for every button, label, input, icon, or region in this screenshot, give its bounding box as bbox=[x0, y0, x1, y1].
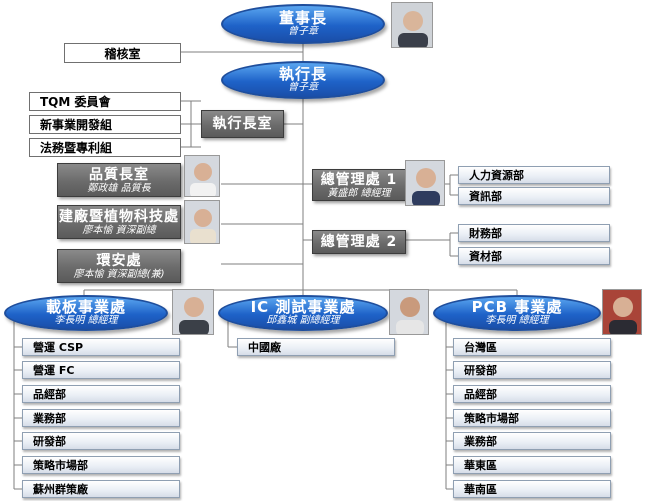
division-title: IC 測試事業處 bbox=[250, 298, 356, 316]
plant-biotech-office[interactable]: 建廠暨植物科技處 廖本愉 資深副總 bbox=[57, 205, 181, 239]
committee-legal[interactable]: 法務暨專利組 bbox=[29, 138, 181, 157]
audit-office-label: 稽核室 bbox=[104, 46, 141, 61]
substrate-dept[interactable]: 營運 CSP bbox=[22, 338, 180, 356]
chairman-node[interactable]: 董事長 曾子章 bbox=[221, 4, 385, 44]
audit-office[interactable]: 稽核室 bbox=[64, 43, 181, 63]
pcb-dept[interactable]: 品經部 bbox=[453, 385, 611, 403]
substrate-dept[interactable]: 研發部 bbox=[22, 432, 180, 450]
dept-label: 業務部 bbox=[464, 435, 497, 448]
ceo-node[interactable]: 執行長 曾子章 bbox=[221, 61, 385, 99]
pcb-division[interactable]: PCB 事業處 李長明 總經理 bbox=[433, 295, 601, 331]
quality-office-title: 品質長室 bbox=[89, 166, 149, 183]
admin-office-2-title: 總管理處 2 bbox=[320, 234, 398, 250]
quality-photo bbox=[184, 155, 220, 197]
admin-office-1[interactable]: 總管理處 1 黃盛郎 總經理 bbox=[312, 169, 406, 201]
environment-safety-name: 廖本愉 資深副總(兼) bbox=[73, 268, 165, 280]
ic-test-dept[interactable]: 中國廠 bbox=[237, 338, 395, 356]
dept-label: 資材部 bbox=[469, 250, 502, 263]
division-name: 李長明 總經理 bbox=[485, 315, 549, 326]
division-name: 李長明 總經理 bbox=[54, 315, 118, 326]
substrate-division-photo bbox=[172, 289, 214, 335]
ceo-office[interactable]: 執行長室 bbox=[201, 110, 284, 138]
admin1-dept[interactable]: 資訊部 bbox=[458, 187, 610, 205]
dept-label: 品經部 bbox=[33, 388, 66, 401]
environment-safety-office[interactable]: 環安處 廖本愉 資深副總(兼) bbox=[57, 249, 181, 283]
environment-safety-title: 環安處 bbox=[96, 252, 142, 269]
dept-label: 資訊部 bbox=[469, 190, 502, 203]
pcb-dept[interactable]: 業務部 bbox=[453, 432, 611, 450]
pcb-dept[interactable]: 研發部 bbox=[453, 361, 611, 379]
division-title: 載板事業處 bbox=[45, 298, 126, 316]
ic-test-division-photo bbox=[389, 289, 429, 335]
committee-label: 新事業開發組 bbox=[40, 118, 113, 132]
dept-label: 台灣區 bbox=[464, 341, 497, 354]
dept-label: 蘇州群策廠 bbox=[33, 483, 88, 496]
quality-office-name: 鄭政雄 品質長 bbox=[87, 182, 151, 194]
substrate-dept[interactable]: 營運 FC bbox=[22, 361, 180, 379]
quality-office[interactable]: 品質長室 鄭政雄 品質長 bbox=[57, 163, 181, 197]
dept-label: 策略市場部 bbox=[464, 412, 519, 425]
plant-biotech-title: 建廠暨植物科技處 bbox=[59, 208, 179, 225]
plant-biotech-name: 廖本愉 資深副總 bbox=[82, 224, 156, 236]
substrate-dept[interactable]: 策略市場部 bbox=[22, 456, 180, 474]
ceo-office-label: 執行長室 bbox=[212, 116, 273, 132]
dept-label: 策略市場部 bbox=[33, 459, 88, 472]
ic-test-division[interactable]: IC 測試事業處 邱鑫城 副總經理 bbox=[218, 295, 388, 331]
substrate-dept[interactable]: 蘇州群策廠 bbox=[22, 480, 180, 498]
admin-office-1-name: 黃盛郎 總經理 bbox=[327, 187, 391, 199]
admin2-dept[interactable]: 財務部 bbox=[458, 224, 610, 242]
admin-office-2[interactable]: 總管理處 2 bbox=[312, 230, 406, 254]
chairman-title: 董事長 bbox=[278, 9, 327, 27]
admin1-dept[interactable]: 人力資源部 bbox=[458, 166, 610, 184]
committee-label: 法務暨專利組 bbox=[40, 141, 113, 155]
dept-label: 營運 FC bbox=[33, 364, 75, 377]
pcb-dept[interactable]: 華南區 bbox=[453, 480, 611, 498]
ceo-title: 執行長 bbox=[278, 65, 327, 83]
dept-label: 研發部 bbox=[33, 435, 66, 448]
dept-label: 財務部 bbox=[469, 227, 502, 240]
division-title: PCB 事業處 bbox=[471, 298, 563, 316]
committee-tqm[interactable]: TQM 委員會 bbox=[29, 92, 181, 111]
chairman-name: 曾子章 bbox=[288, 26, 318, 37]
committee-new-business[interactable]: 新事業開發組 bbox=[29, 115, 181, 134]
dept-label: 研發部 bbox=[464, 364, 497, 377]
dept-label: 品經部 bbox=[464, 388, 497, 401]
pcb-dept[interactable]: 華東區 bbox=[453, 456, 611, 474]
committee-label: TQM 委員會 bbox=[40, 95, 111, 109]
dept-label: 人力資源部 bbox=[469, 169, 524, 182]
pcb-dept[interactable]: 策略市場部 bbox=[453, 409, 611, 427]
dept-label: 華南區 bbox=[464, 483, 497, 496]
substrate-dept[interactable]: 業務部 bbox=[22, 409, 180, 427]
pcb-dept[interactable]: 台灣區 bbox=[453, 338, 611, 356]
admin2-dept[interactable]: 資材部 bbox=[458, 247, 610, 265]
plant-biotech-photo bbox=[184, 200, 220, 244]
dept-label: 營運 CSP bbox=[33, 341, 84, 354]
substrate-dept[interactable]: 品經部 bbox=[22, 385, 180, 403]
division-name: 邱鑫城 副總經理 bbox=[266, 315, 340, 326]
dept-label: 中國廠 bbox=[248, 341, 281, 354]
admin-office-1-photo bbox=[405, 160, 445, 206]
pcb-division-photo bbox=[602, 289, 642, 335]
dept-label: 華東區 bbox=[464, 459, 497, 472]
ceo-name: 曾子章 bbox=[288, 82, 318, 93]
substrate-division[interactable]: 載板事業處 李長明 總經理 bbox=[4, 295, 168, 331]
dept-label: 業務部 bbox=[33, 412, 66, 425]
chairman-photo bbox=[391, 2, 433, 48]
admin-office-1-title: 總管理處 1 bbox=[320, 171, 398, 188]
